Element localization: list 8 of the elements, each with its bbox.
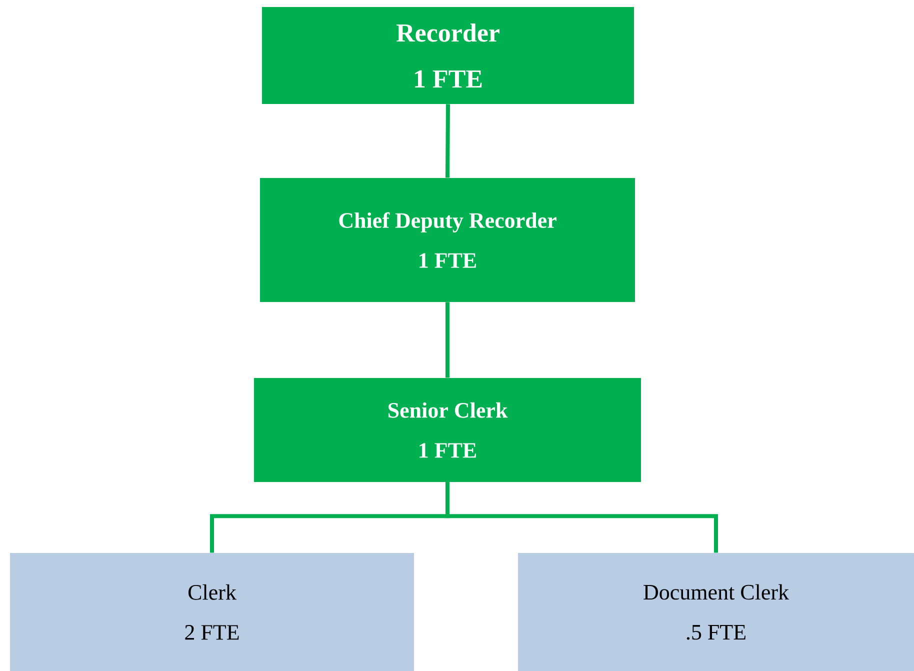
org-box: Recorder 1 FTE — [262, 6, 634, 104]
connector-line — [446, 302, 450, 378]
org-box: Senior Clerk 1 FTE — [254, 378, 641, 482]
org-box: Clerk 2 FTE — [10, 552, 414, 671]
connector-line — [446, 482, 718, 553]
connector-line — [446, 104, 450, 178]
org-box: Document Clerk .5 FTE — [518, 552, 914, 671]
org-box: Chief Deputy Recorder 1 FTE — [260, 178, 635, 302]
